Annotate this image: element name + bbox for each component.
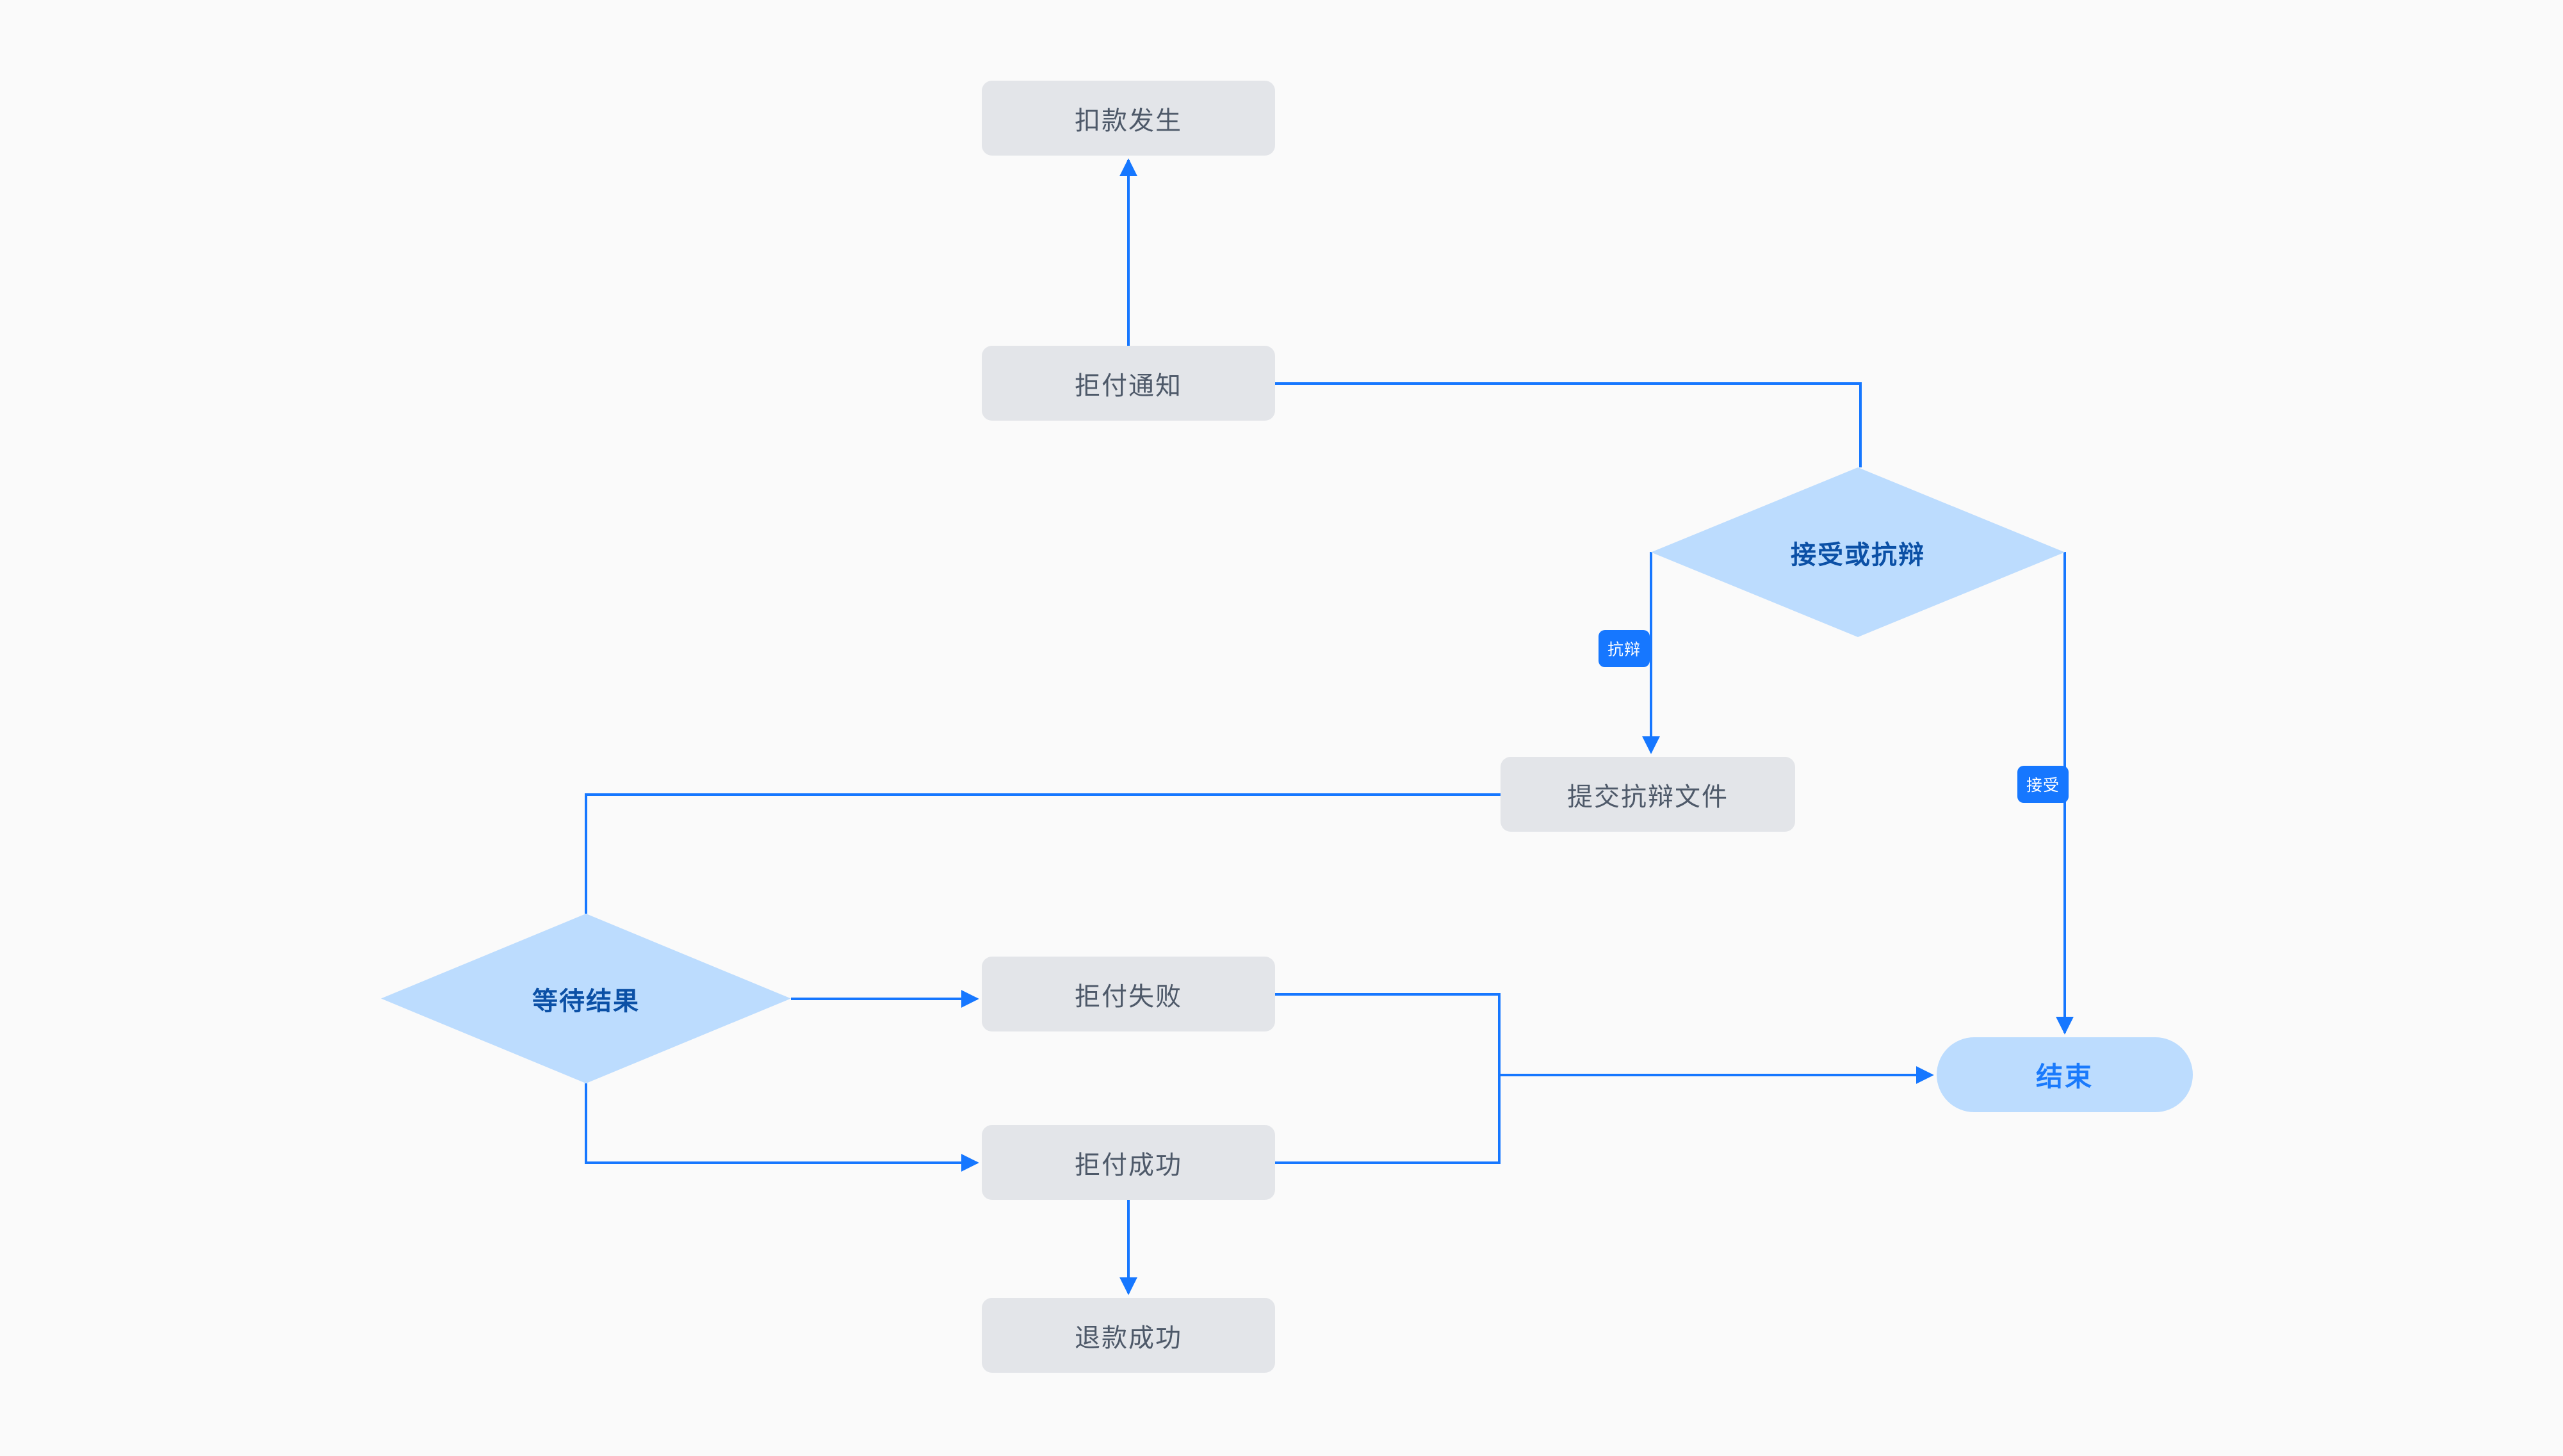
node-submit-dispute-documents[interactable]: 提交抗辩文件: [1501, 757, 1795, 832]
edge-submit-to-wait: [585, 793, 1501, 914]
edge-fail-to-end: [1275, 993, 1501, 1075]
node-chargeback-notice[interactable]: 拒付通知: [982, 346, 1275, 421]
node-wait-for-result-label: 等待结果: [532, 987, 640, 1015]
node-end-label: 结束: [2035, 1062, 2094, 1092]
node-wait-for-result[interactable]: 等待结果: [381, 914, 791, 1083]
node-chargeback-succeeded-label: 拒付成功: [1075, 1151, 1182, 1179]
edge-label-accept-text: 接受: [2026, 777, 2060, 795]
node-refund-succeeded-label: 退款成功: [1075, 1323, 1182, 1352]
edge-notice-to-decision: [1275, 382, 1862, 467]
node-chargeback-failed[interactable]: 拒付失败: [982, 957, 1275, 1031]
node-accept-or-dispute-label: 接受或抗辩: [1791, 540, 1925, 569]
node-end[interactable]: 结束: [1937, 1037, 2193, 1112]
node-chargeback-notice-label: 拒付通知: [1075, 371, 1182, 400]
node-submit-dispute-documents-label: 提交抗辩文件: [1567, 782, 1729, 811]
node-accept-or-dispute[interactable]: 接受或抗辩: [1651, 467, 2065, 637]
node-refund-succeeded[interactable]: 退款成功: [982, 1298, 1275, 1373]
edge-label-accept[interactable]: 接受: [2017, 766, 2069, 803]
node-chargeback-succeeded[interactable]: 拒付成功: [982, 1125, 1275, 1200]
node-deduction[interactable]: 扣款发生: [982, 81, 1275, 156]
edge-wait-to-success: [585, 1083, 979, 1172]
edge-success-to-end: [1275, 1075, 1501, 1164]
node-chargeback-failed-label: 拒付失败: [1075, 982, 1182, 1011]
edge-label-dispute[interactable]: 抗辩: [1599, 630, 1650, 667]
node-deduction-label: 扣款发生: [1075, 106, 1182, 135]
edge-label-dispute-text: 抗辩: [1607, 641, 1641, 659]
